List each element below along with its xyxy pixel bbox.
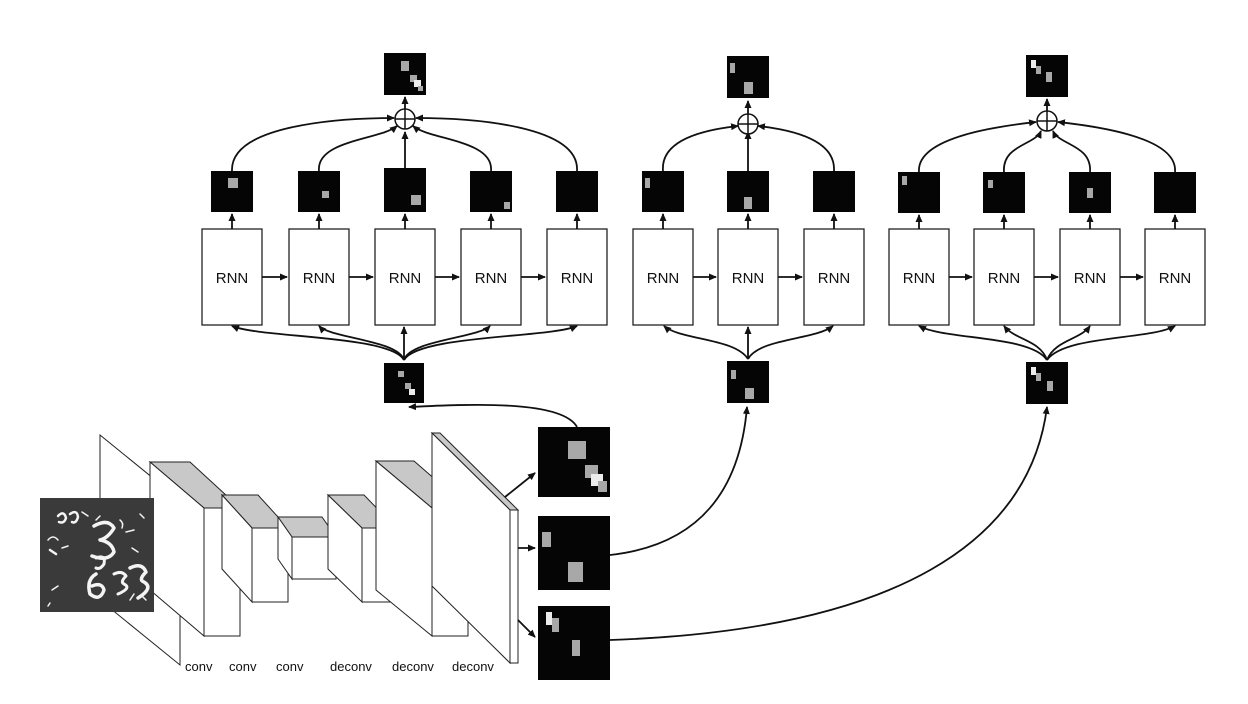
group-1-rnn-3-label: RNN (389, 270, 422, 287)
group-3-output-tile-1 (898, 172, 940, 213)
decoder-to-map-1-arrow (504, 472, 536, 498)
group-3-result-tile (1026, 55, 1068, 97)
group-3-rnn-1-label: RNN (903, 270, 936, 287)
group-3-rnn-3 (1059, 228, 1121, 326)
map-2-to-group-2-arrow (609, 406, 750, 556)
map-1-to-group-1-arrow (408, 403, 578, 428)
group-1-fanout-arrows (231, 325, 578, 361)
layer-label-1: conv (185, 659, 213, 674)
group-3-rnn-4 (1144, 228, 1206, 326)
group-1-rnn-2-label: RNN (303, 270, 336, 287)
map-3-to-group-3-arrow (609, 406, 1050, 641)
deconv-layer-3-front (509, 509, 519, 664)
group-3-rnn-4-label: RNN (1159, 270, 1192, 287)
group-1-rnn-3 (374, 228, 436, 326)
rnn-group-3: RNN RNN RNN RNN (888, 55, 1206, 404)
conv-deconv-network (40, 431, 520, 667)
group-3-sum-node (1036, 110, 1058, 132)
group-2-rnn-1 (632, 228, 694, 326)
group-2-sum-node (737, 113, 759, 135)
group-2-output-tile-3 (813, 171, 855, 212)
decoder-to-map-3-arrow (517, 619, 536, 638)
group-2-rnn-3-label: RNN (818, 270, 851, 287)
group-2-input-tile (727, 361, 769, 403)
group-1-output-tile-2 (298, 171, 340, 212)
group-1-sum-node (394, 108, 416, 130)
rnn-group-2: RNN RNN RNN (632, 56, 865, 403)
group-1-rnn-1-label: RNN (216, 270, 249, 287)
group-1-rnn-4-label: RNN (475, 270, 508, 287)
layer-label-4: deconv (330, 659, 372, 674)
output-map-2 (538, 516, 610, 590)
group-1-input-tile (384, 363, 424, 403)
rnn-group-1: RNN RNN RNN RNN RNN (201, 53, 608, 403)
group-2-result-tile (727, 56, 769, 98)
group-1-rnn-1 (201, 228, 263, 326)
group-2-output-tile-1 (642, 171, 684, 212)
input-image (40, 498, 154, 612)
group-3-output-tile-3 (1069, 172, 1111, 213)
group-1-output-tile-5 (556, 171, 598, 212)
output-map-3 (538, 606, 610, 680)
layer-label-3: conv (276, 659, 304, 674)
group-1-output-tile-4 (470, 171, 512, 212)
group-1-output-tile-1 (211, 171, 253, 212)
group-3-rnn-2 (973, 228, 1035, 326)
group-2-rnn-2 (717, 228, 779, 326)
group-3-output-tile-2 (983, 172, 1025, 213)
layer-label-5: deconv (392, 659, 434, 674)
group-2-fanout-arrows (663, 325, 834, 360)
group-1-rnn-4 (460, 228, 522, 326)
group-1-output-tile-3 (384, 168, 426, 212)
layer-label-6: deconv (452, 659, 494, 674)
group-2-rnn-1-label: RNN (647, 270, 680, 287)
group-1-result-tile (384, 53, 426, 95)
group-1-rnn-2 (288, 228, 350, 326)
group-1-rnn-5 (546, 228, 608, 326)
group-3-rnn-3-label: RNN (1074, 270, 1107, 287)
group-2-output-tile-2 (727, 171, 769, 212)
group-1-rnn-5-label: RNN (561, 270, 594, 287)
group-3-input-tile (1026, 362, 1068, 404)
group-2-merge-arrows (662, 123, 835, 172)
group-3-merge-arrows (918, 119, 1176, 173)
group-3-output-tile-4 (1154, 172, 1196, 213)
group-1-merge-arrows (231, 114, 578, 172)
group-3-fanout-arrows (918, 325, 1176, 361)
output-map-1 (538, 427, 610, 497)
layer-label-2: conv (229, 659, 257, 674)
group-2-rnn-2-label: RNN (732, 270, 765, 287)
group-3-rnn-2-label: RNN (988, 270, 1021, 287)
